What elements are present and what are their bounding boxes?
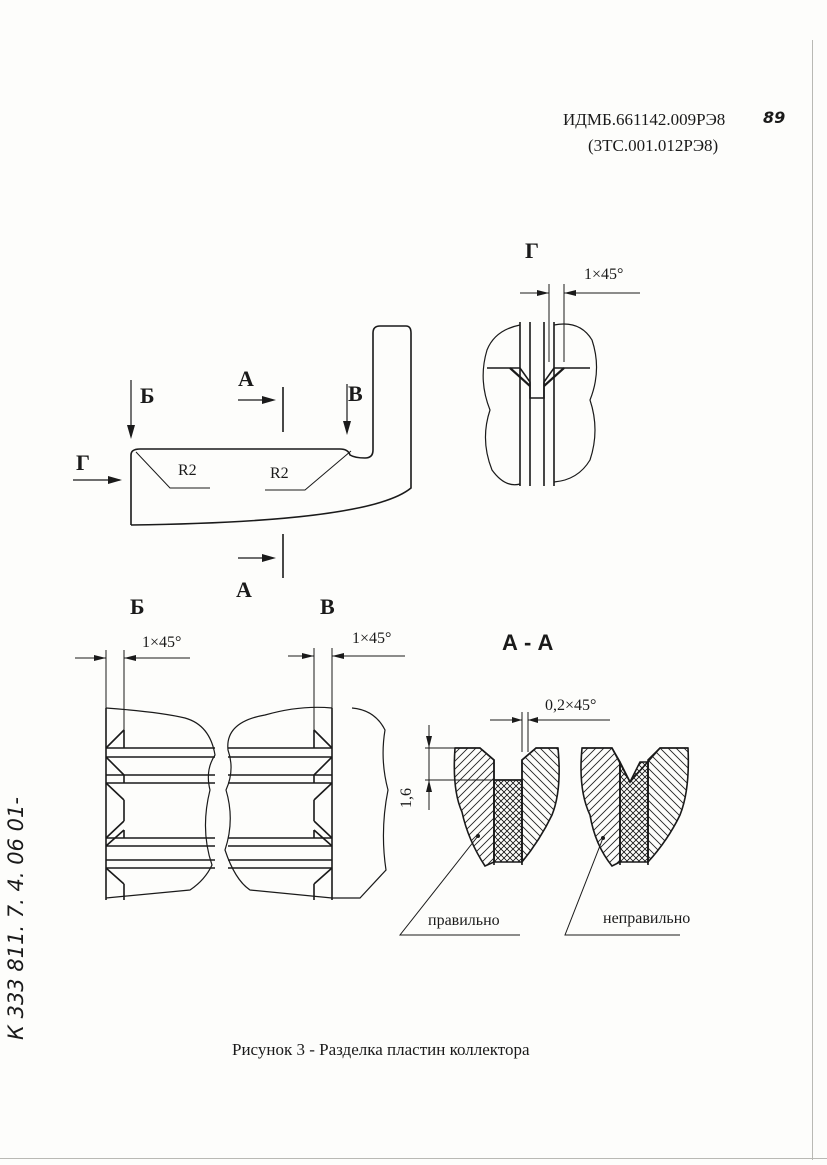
arrow-g-label: Г — [76, 450, 90, 475]
arrow-a-bottom-label: А — [236, 577, 252, 602]
view-b-title: Б — [130, 594, 145, 619]
plate-side-view — [73, 325, 412, 578]
page-bottom-edge — [0, 1158, 827, 1159]
radius-left-label: R2 — [178, 462, 197, 479]
section-incorrect — [564, 747, 690, 936]
figure-caption: Рисунок 3 - Разделка пластин коллектора — [232, 1040, 530, 1059]
label-incorrect: неправильно — [603, 910, 691, 927]
section-correct — [398, 712, 610, 936]
section-depth: 1,6 — [398, 788, 415, 808]
view-v-detail — [224, 648, 405, 900]
view-b-chamfer: 1×45° — [142, 634, 182, 651]
page-right-edge — [812, 40, 813, 1160]
arrow-b-label: Б — [140, 383, 155, 408]
arrow-v-label: В — [348, 381, 363, 406]
view-g-detail — [482, 284, 640, 486]
view-v-title: В — [320, 594, 335, 619]
arrow-a-top-label: А — [238, 366, 254, 391]
radius-right-label: R2 — [270, 465, 289, 482]
page-number: 89 — [763, 108, 786, 127]
view-b-detail — [75, 650, 216, 900]
view-g-title: Г — [525, 238, 539, 263]
view-v-chamfer: 1×45° — [352, 630, 392, 647]
margin-note: К 333 811. 7. 4. 06 01- — [4, 797, 28, 1040]
label-correct: правильно — [428, 912, 500, 929]
doc-code-alt: (3ТС.001.012РЭ8) — [588, 136, 719, 155]
section-chamfer: 0,2×45° — [545, 697, 597, 714]
doc-code: ИДМБ.661142.009РЭ8 — [563, 110, 726, 129]
view-g-chamfer: 1×45° — [584, 266, 624, 283]
section-title: А - А — [502, 630, 554, 655]
